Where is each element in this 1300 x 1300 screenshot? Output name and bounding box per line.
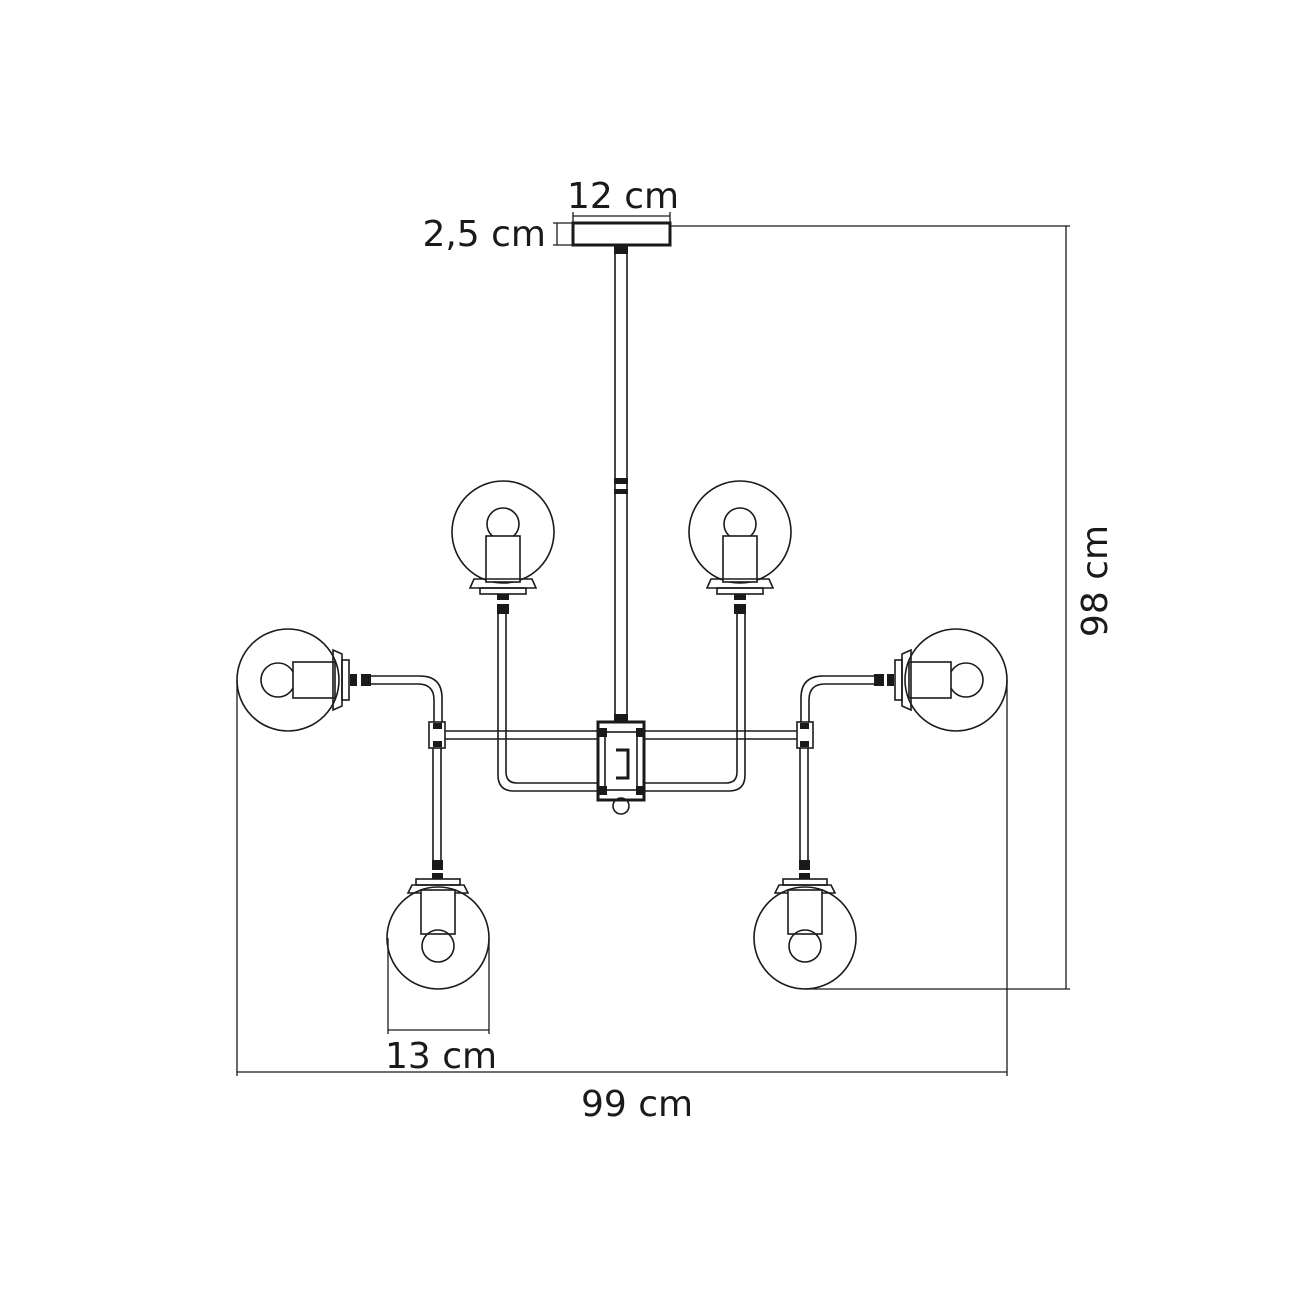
globe-diameter-dimension [387,938,490,1034]
left-side-arm [371,675,443,722]
central-hub [596,720,646,815]
left-side-globe [236,628,371,732]
globe-diameter-label: 13 cm [385,1036,497,1077]
stem-rod [614,245,628,722]
canopy-width-dimension [572,212,671,223]
total-height-label: 98 cm [1075,525,1116,637]
left-joint [428,721,446,749]
lower-left-globe [386,860,490,990]
ceiling-canopy [571,221,672,247]
canopy-height-label: 2,5 cm [422,214,546,255]
canopy-height-dimension [553,222,573,246]
total-height-dimension [670,225,1070,990]
right-side-arm [800,675,874,722]
lower-right-drop-arm [799,748,809,860]
horizontal-crossbar [440,730,803,740]
total-width-dimension [236,680,1008,1076]
lower-right-globe [753,860,857,990]
upper-right-globe [688,480,792,614]
u-arm [497,614,746,792]
right-side-globe [874,628,1008,732]
lower-left-drop-arm [432,748,442,860]
upper-left-globe [451,480,555,614]
canopy-width-label: 12 cm [567,176,679,217]
total-width-label: 99 cm [581,1084,693,1125]
right-joint [796,721,814,749]
